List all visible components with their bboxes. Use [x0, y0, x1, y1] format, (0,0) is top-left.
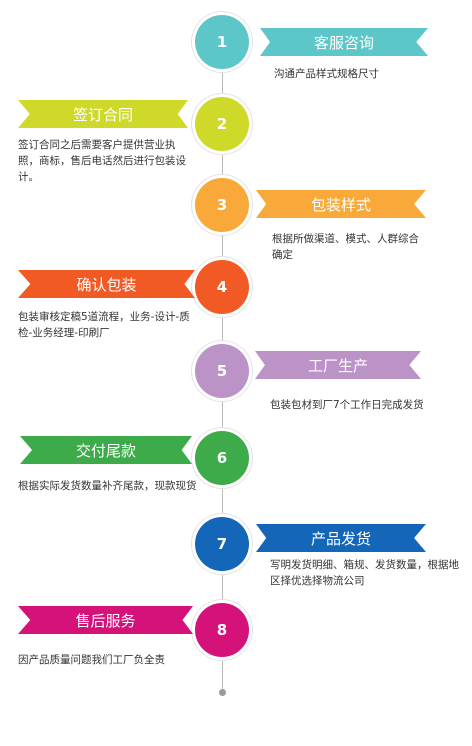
- step-1-title-banner: 客服咨询: [260, 28, 428, 56]
- timeline-end-dot: [219, 689, 226, 696]
- step-4-description: 包装审核定稿5道流程，业务-设计-质检-业务经理-印刷厂: [18, 311, 190, 339]
- step-5-title-banner: 工厂生产: [255, 351, 421, 379]
- step-1-number-circle: 1: [195, 15, 249, 69]
- step-4-title-banner: 确认包装: [18, 270, 195, 298]
- step-3-number-circle: 3: [195, 178, 249, 232]
- step-2-title-banner: 签订合同: [18, 100, 188, 128]
- step-8-number-circle: 8: [195, 603, 249, 657]
- step-6-number-circle: 6: [195, 431, 249, 485]
- step-6-title-banner: 交付尾款: [20, 436, 192, 464]
- step-1-description: 沟通产品样式规格尺寸: [274, 68, 379, 80]
- step-3-description: 根据所做渠道、模式、人群综合确定: [272, 233, 419, 261]
- step-5-number-circle: 5: [195, 344, 249, 398]
- step-2-number-circle: 2: [195, 97, 249, 151]
- step-8-description: 因产品质量问题我们工厂负全责: [18, 654, 165, 666]
- step-2-description: 签订合同之后需要客户提供营业执照，商标，售后电话然后进行包装设计。: [18, 139, 186, 183]
- step-7-description: 写明发货明细、箱规、发货数量，根据地区择优选择物流公司: [270, 559, 459, 587]
- step-5-description: 包装包材到厂7个工作日完成发货: [270, 399, 424, 411]
- step-7-number-circle: 7: [195, 517, 249, 571]
- step-6-description: 根据实际发货数量补齐尾款，现款现货: [18, 480, 197, 492]
- step-8-title-banner: 售后服务: [18, 606, 193, 634]
- step-3-title-banner: 包装样式: [256, 190, 426, 218]
- step-7-title-banner: 产品发货: [256, 524, 426, 552]
- step-4-number-circle: 4: [195, 260, 249, 314]
